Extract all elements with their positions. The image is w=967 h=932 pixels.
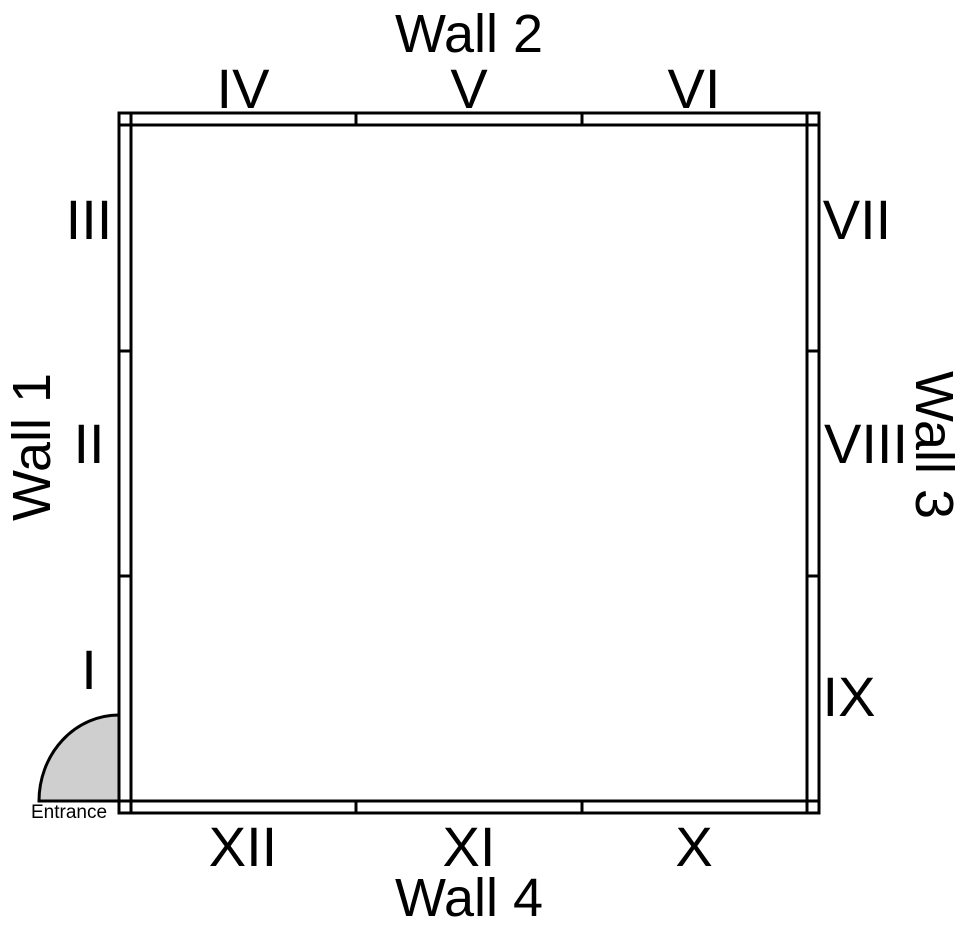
section-label-vi: VI	[668, 57, 721, 120]
section-label-ix: IX	[823, 665, 876, 728]
section-label-xi: XI	[443, 815, 496, 878]
section-label-iii: III	[66, 188, 113, 251]
section-label-vii: VII	[823, 188, 891, 251]
wall-1-segment-ii	[117, 349, 133, 578]
wall-3-segment-viii	[805, 349, 821, 578]
wall-1-title: Wall 1	[2, 373, 62, 521]
section-label-xii: XII	[209, 815, 277, 878]
entrance-label: Entrance	[31, 802, 107, 823]
section-label-iv: IV	[217, 57, 271, 120]
section-label-x: X	[675, 815, 712, 878]
corner-top-left	[117, 111, 133, 127]
wall-2-title: Wall 2	[395, 4, 543, 64]
wall-4-segment-xii	[129, 799, 358, 815]
wall-4-segment-x	[580, 799, 809, 815]
entrance-door-swing	[37, 713, 121, 803]
section-label-ii: II	[73, 412, 104, 475]
wall-3-segment-ix	[805, 574, 821, 803]
wall-1-segment-iii	[117, 123, 133, 353]
section-label-viii: VIII	[824, 412, 908, 475]
section-label-i: I	[81, 638, 97, 701]
corner-bottom-left	[117, 799, 133, 815]
corner-bottom-right	[805, 799, 821, 815]
wall-3-segment-vii	[805, 123, 821, 353]
wall-1-segment-i	[117, 574, 133, 803]
wall-2-segment-vi	[580, 111, 809, 127]
section-label-v: V	[450, 57, 488, 120]
wall-3-title: Wall 3	[904, 371, 964, 519]
corner-top-right	[805, 111, 821, 127]
wall-4-segment-xi	[354, 799, 584, 815]
wall-4-title: Wall 4	[395, 868, 543, 928]
